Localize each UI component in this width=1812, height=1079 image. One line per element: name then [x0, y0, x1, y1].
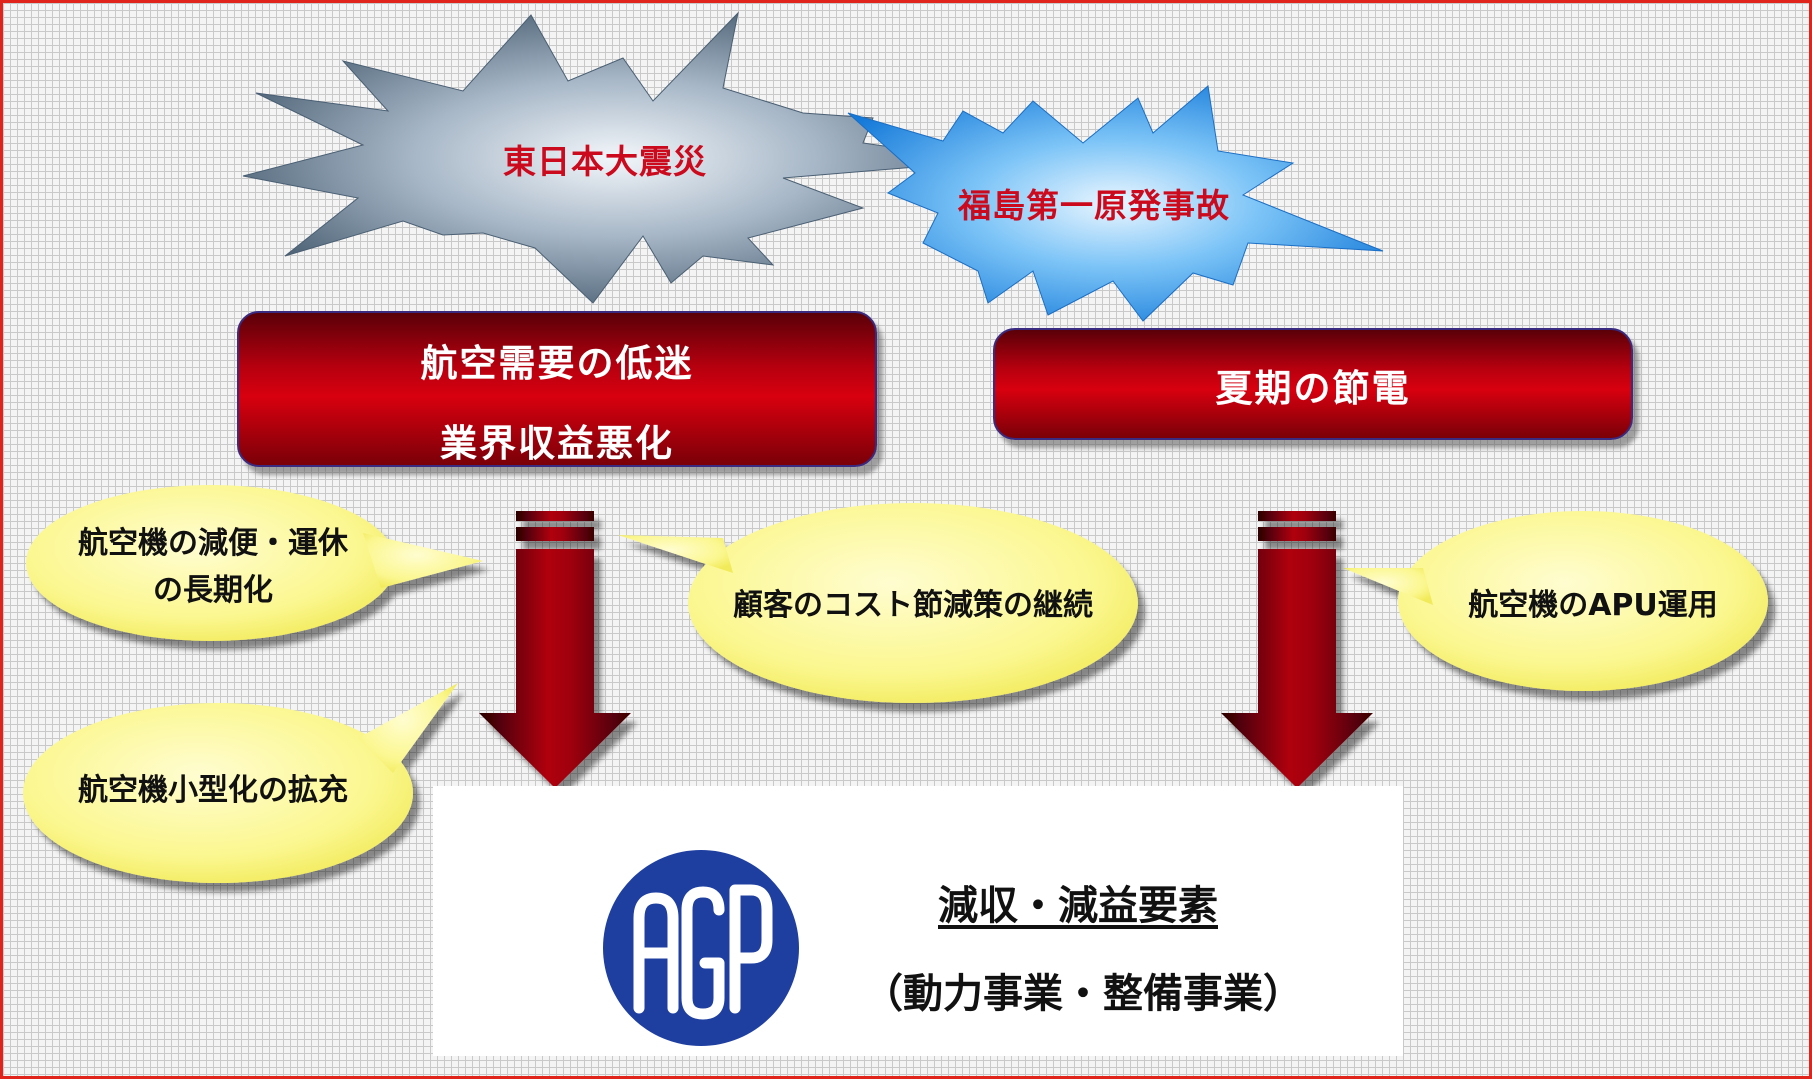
bubble-flight-reduction	[26, 485, 483, 641]
factor-apu: 航空機のAPU運用	[1468, 588, 1718, 623]
result-subtitle: （動力事業・整備事業）	[863, 971, 1303, 1017]
impact-box-demand: 航空需要の低迷 業界収益悪化	[237, 311, 877, 467]
factor-flight-reduction-line1: 航空機の減便・運休	[78, 526, 348, 561]
impact-demand-line2: 業界収益悪化	[440, 422, 674, 465]
factor-downsizing: 航空機小型化の拡充	[78, 773, 348, 808]
diagram-shapes	[23, 11, 1768, 883]
impact-box-power-saving: 夏期の節電	[993, 328, 1633, 440]
earthquake-label: 東日本大震災	[503, 142, 707, 181]
arrow-right	[1221, 511, 1373, 788]
bubble-cost-cutting	[618, 503, 1138, 703]
result-box	[433, 786, 1403, 1056]
agp-logo	[603, 850, 799, 1046]
arrow-left	[479, 511, 631, 788]
factor-flight-reduction-line2: の長期化	[153, 572, 273, 608]
bubble-downsizing	[23, 683, 458, 883]
nuclear-label: 福島第一原発事故	[958, 186, 1230, 225]
factor-cost-cutting: 顧客のコスト節減策の継続	[733, 588, 1093, 623]
impact-power-saving-label: 夏期の節電	[1215, 367, 1411, 410]
result-title: 減収・減益要素	[938, 883, 1218, 929]
nuclear-burst	[847, 85, 1384, 322]
impact-demand-line1: 航空需要の低迷	[420, 342, 694, 385]
earthquake-burst	[242, 11, 989, 304]
bubble-apu	[1343, 511, 1768, 691]
factor-flight-reduction: 航空機の減便・運休 の長期化	[43, 521, 383, 614]
